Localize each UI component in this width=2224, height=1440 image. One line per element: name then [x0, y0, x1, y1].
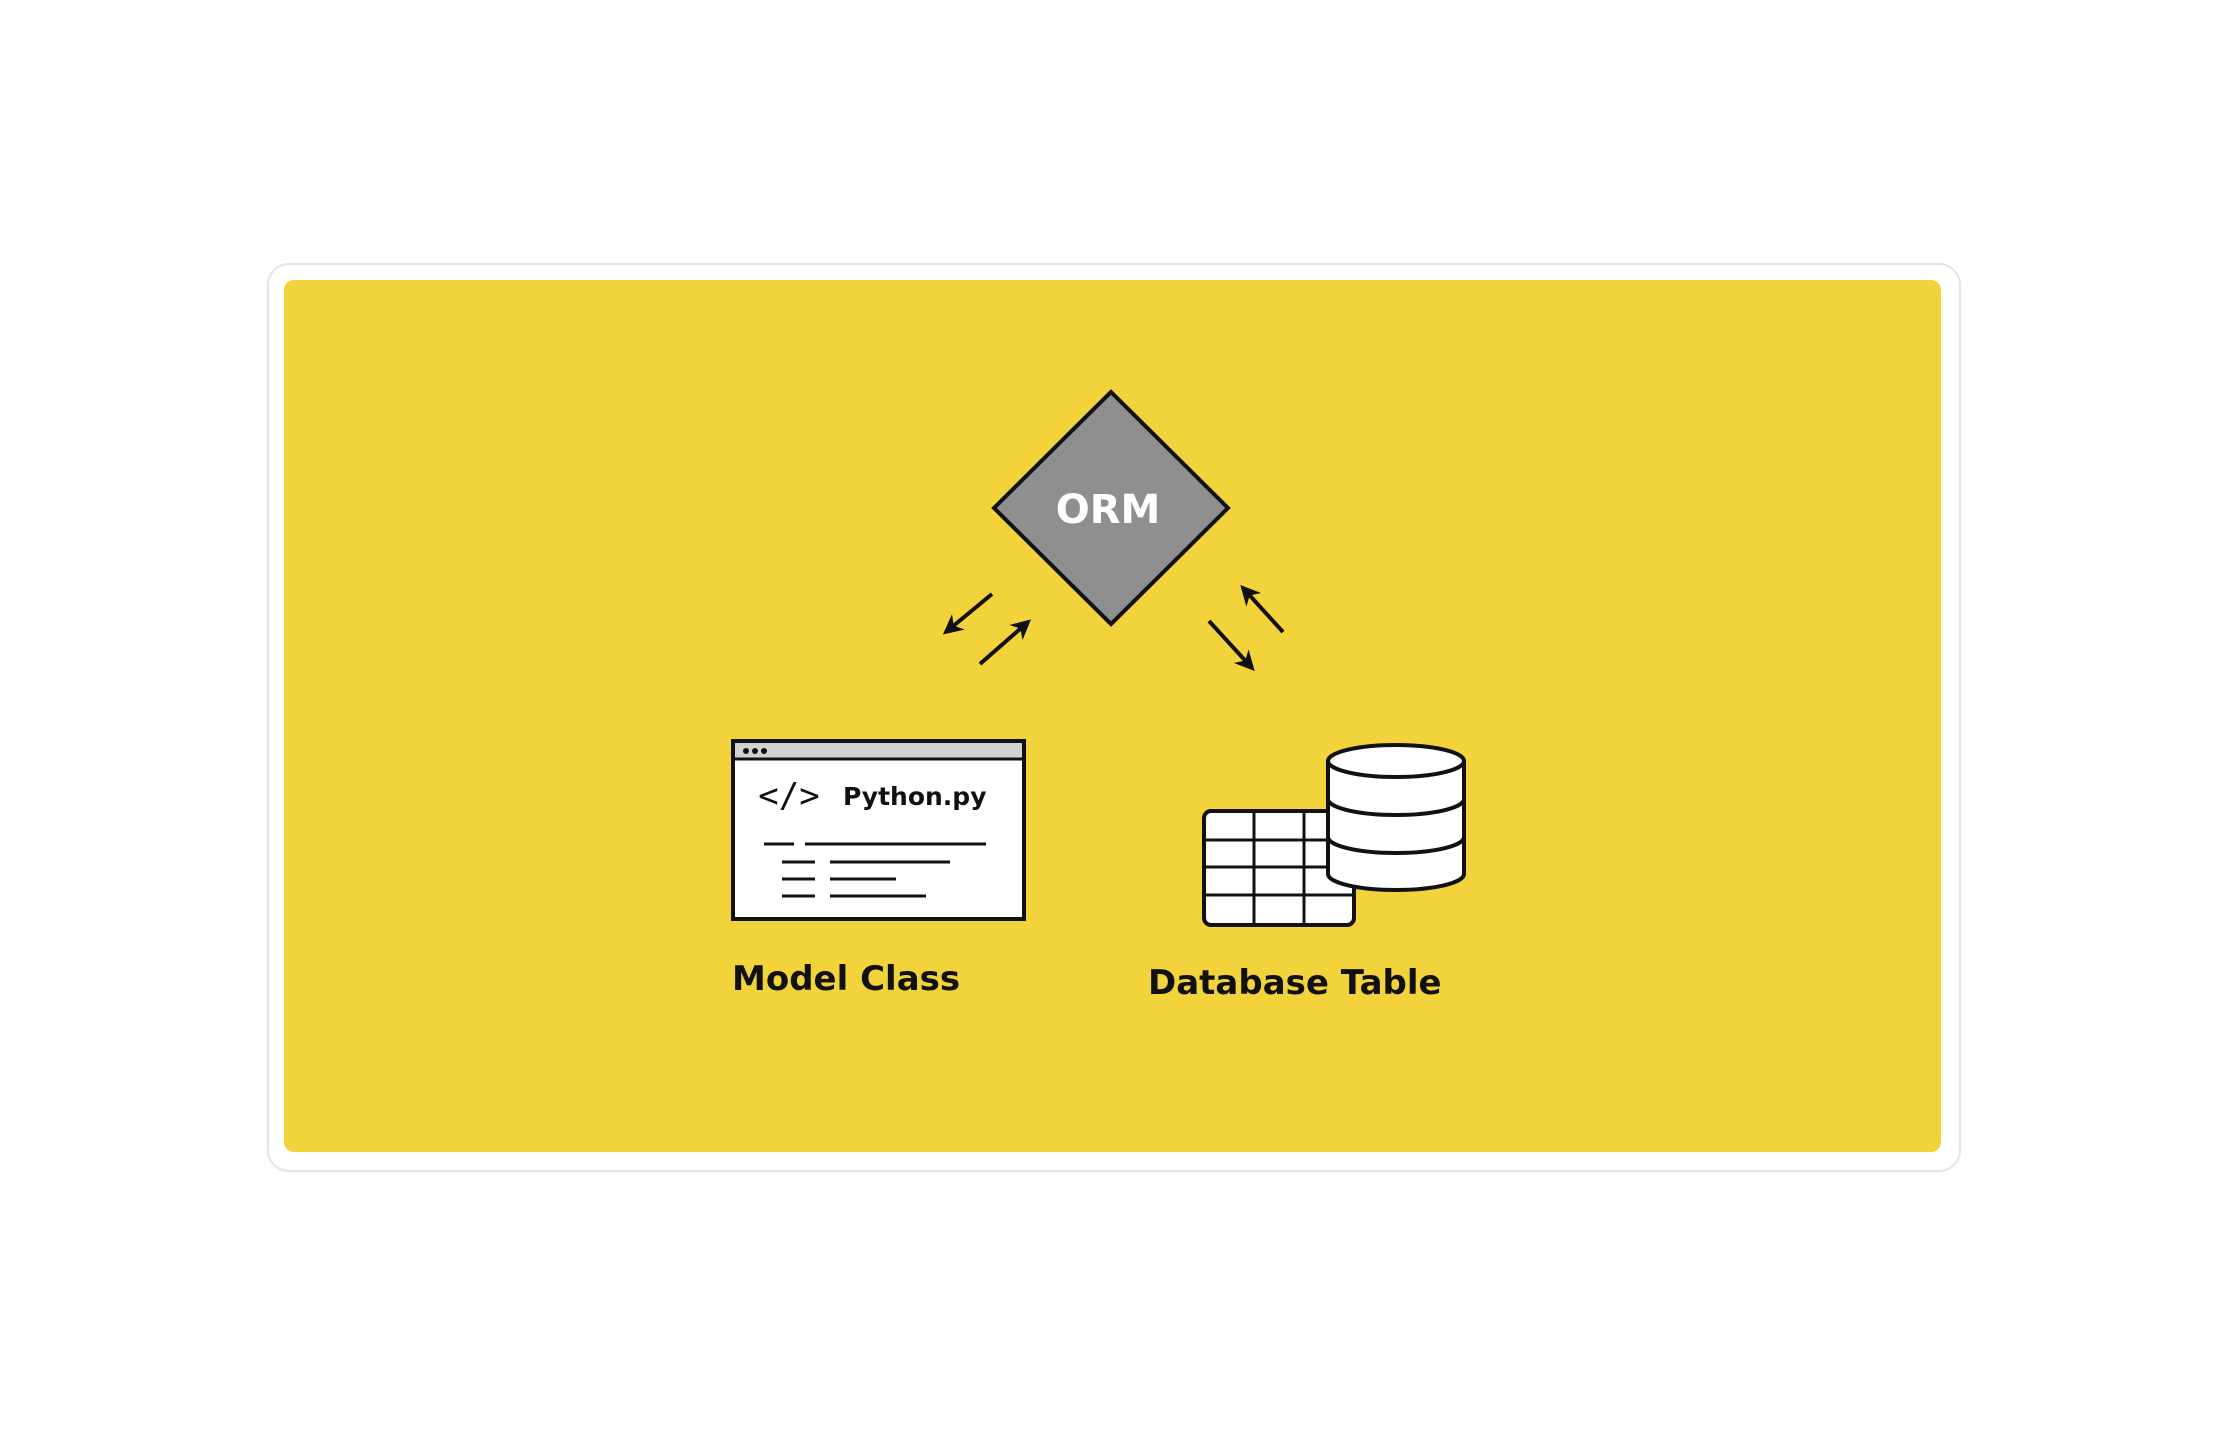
code-window-icon: </> Python.py	[731, 739, 1026, 921]
arrows-orm-database-table	[1207, 585, 1285, 671]
arrow-to-database-table-icon	[1207, 619, 1255, 671]
code-brackets-icon: </>	[758, 776, 819, 816]
orm-diamond	[991, 389, 1231, 627]
window-dot-icon	[743, 748, 749, 754]
arrow-to-model-class-icon	[942, 592, 994, 635]
diagram-panel: ORM </> Python.py	[284, 280, 1941, 1152]
table-grid-icon	[1202, 809, 1356, 927]
orm-node: ORM	[991, 389, 1231, 627]
file-name-label: Python.py	[843, 782, 987, 811]
code-lines	[764, 842, 986, 898]
window-dot-icon	[752, 748, 758, 754]
arrow-to-orm-right-icon	[1240, 585, 1285, 634]
orm-label: ORM	[1056, 487, 1161, 533]
database-cylinder-icon	[1326, 743, 1466, 892]
window-title-bar	[735, 743, 1022, 758]
model-class-caption: Model Class	[732, 959, 960, 999]
orm-diagram: ORM </> Python.py	[284, 280, 1941, 1152]
database-table-caption: Database Table	[1148, 963, 1442, 1003]
arrows-orm-model-class	[942, 592, 1032, 666]
database-table-icon	[1202, 743, 1466, 927]
window-frame	[731, 739, 1026, 921]
arrow-to-orm-left-icon	[978, 619, 1032, 666]
window-dot-icon	[761, 748, 767, 754]
